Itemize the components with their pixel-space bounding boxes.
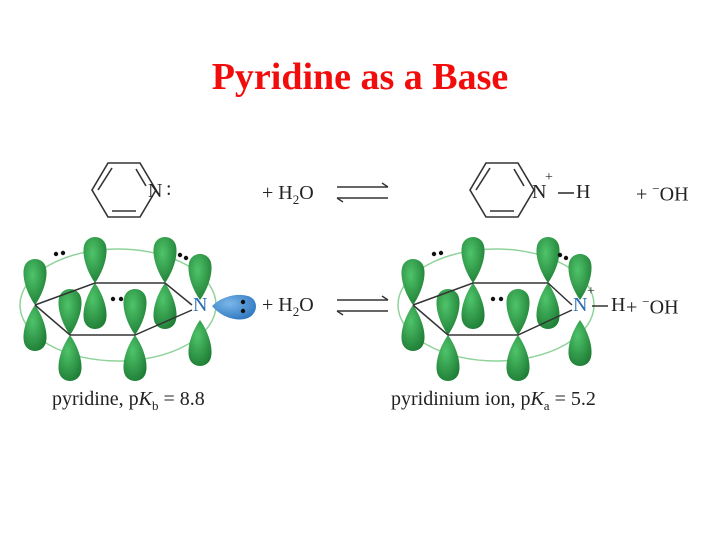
equilibrium-arrow-2 bbox=[336, 295, 389, 316]
positive-charge-2: + bbox=[587, 284, 595, 299]
lone-pair-1: : bbox=[166, 178, 172, 200]
hydroxide-1: + −OH bbox=[636, 181, 689, 206]
page-title: Pyridine as a Base bbox=[211, 56, 509, 98]
nitrogen-label-2: N bbox=[532, 181, 547, 203]
nitrogen-label-4: N bbox=[573, 294, 588, 316]
caption-pyridinium: pyridinium ion, pKa = 5.2 bbox=[391, 388, 596, 413]
water-reagent-1: + H2O bbox=[262, 182, 314, 207]
pyridine-structure bbox=[91, 162, 157, 218]
caption-pyridine: pyridine, pKb = 8.8 bbox=[52, 388, 205, 413]
pyridine-orbital-model bbox=[19, 237, 256, 381]
equilibrium-arrow-1 bbox=[336, 182, 389, 203]
water-reagent-2: + H2O bbox=[262, 294, 314, 319]
hydrogen-label-2: H bbox=[611, 294, 626, 316]
hydroxide-2: + −OH bbox=[626, 294, 679, 319]
nitrogen-label-1: N bbox=[148, 180, 163, 202]
pyridinium-structure bbox=[469, 162, 574, 218]
pyridinium-orbital-model bbox=[397, 237, 608, 381]
nitrogen-label-3: N bbox=[193, 294, 208, 316]
hydrogen-label-1: H bbox=[576, 181, 591, 203]
positive-charge-1: + bbox=[545, 170, 553, 185]
